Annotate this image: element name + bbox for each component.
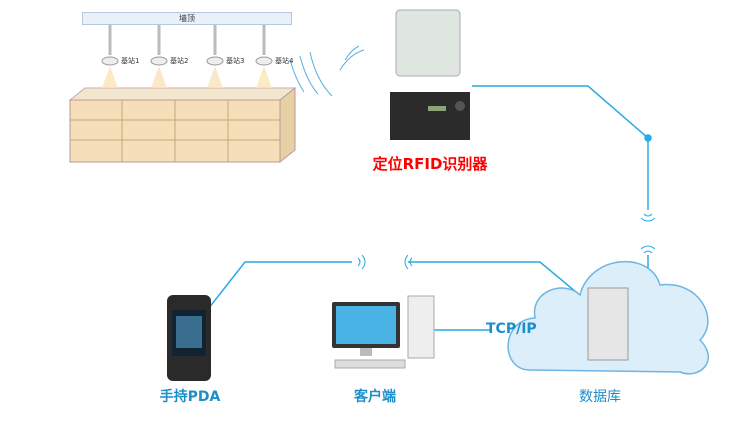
ceiling-label: 墙顶 [82, 12, 292, 25]
client-computer [332, 295, 435, 369]
warehouse-shelves [68, 86, 297, 164]
handheld-pda [167, 295, 211, 381]
pda-label: 手持PDA [159, 389, 221, 405]
base-station-label: 基站2 [170, 57, 189, 65]
client-label: 客户端 [354, 389, 396, 405]
base-station-label: 基站1 [121, 57, 140, 65]
rfid-reader-device [390, 92, 470, 140]
tcp-ip-label: TCP/IP [486, 321, 537, 337]
base-stations [101, 23, 273, 88]
database-server [587, 287, 629, 361]
database-label: 数据库 [579, 389, 621, 405]
rfid-antenna [395, 9, 461, 77]
base-station-label: 基站3 [226, 57, 245, 65]
base-station-label: 基站4 [275, 57, 294, 65]
reader-label: 定位RFID识别器 [372, 155, 488, 173]
wireless-waves-icon [289, 45, 365, 97]
